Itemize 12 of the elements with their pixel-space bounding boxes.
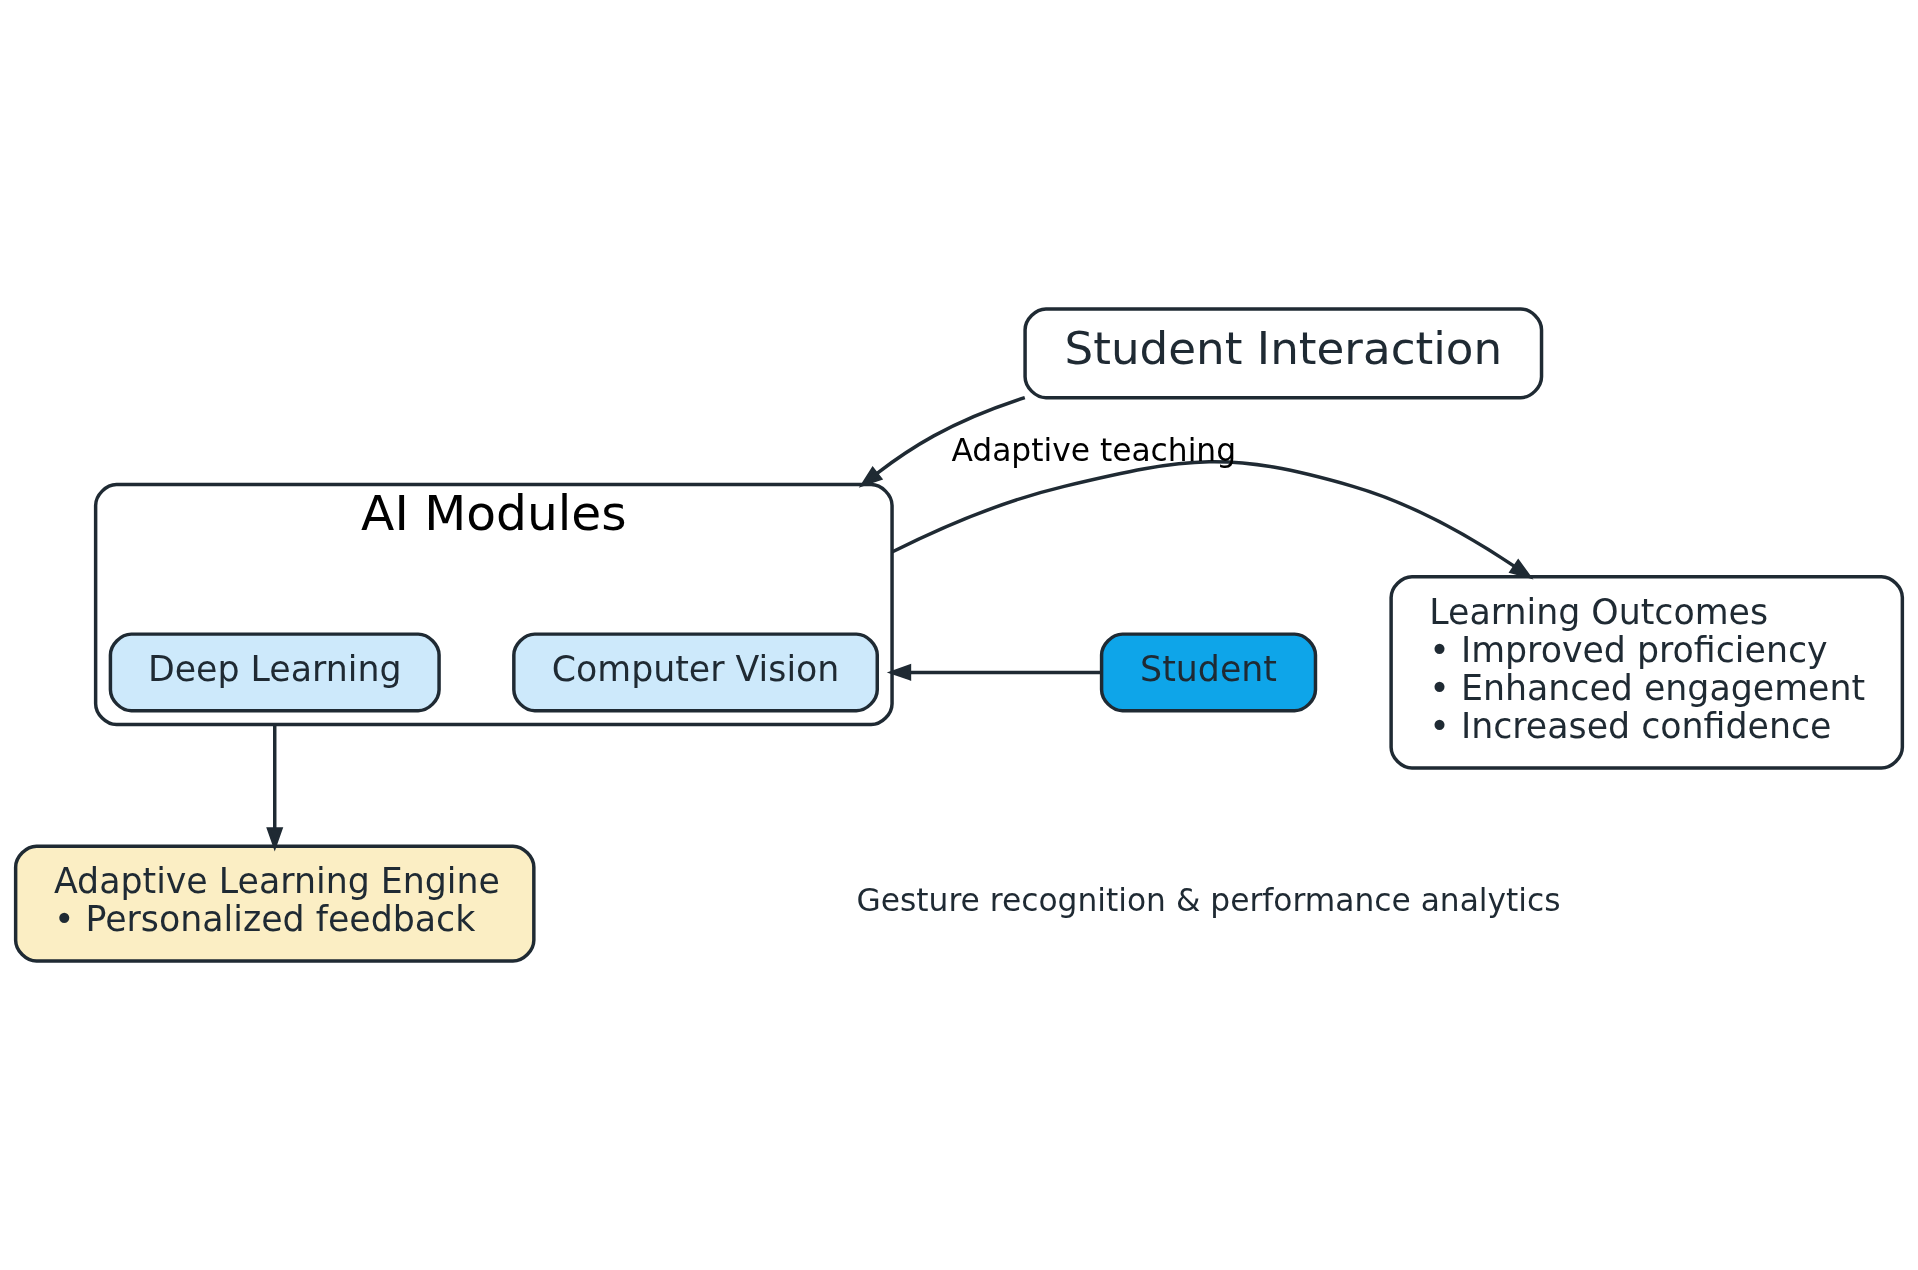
node-box: Student xyxy=(1099,632,1318,713)
arrow xyxy=(886,663,1102,681)
node-box: Student Interaction xyxy=(1023,307,1544,400)
label: Gesture recognition & performance analytics xyxy=(856,882,1561,919)
node-box: Deep Learning xyxy=(108,632,441,713)
arrow xyxy=(891,460,1534,580)
edge-label: Adaptive teaching xyxy=(951,431,1237,468)
arrow xyxy=(266,724,284,852)
arrow xyxy=(858,396,1026,488)
node-box: Computer Vision xyxy=(512,632,879,713)
node-box: Learning Outcomes • Improved proficiency • Enhanced engagement • Increased confidence xyxy=(1389,575,1905,770)
node-box: Adaptive Learning Engine • Personalized feedback xyxy=(13,844,536,963)
